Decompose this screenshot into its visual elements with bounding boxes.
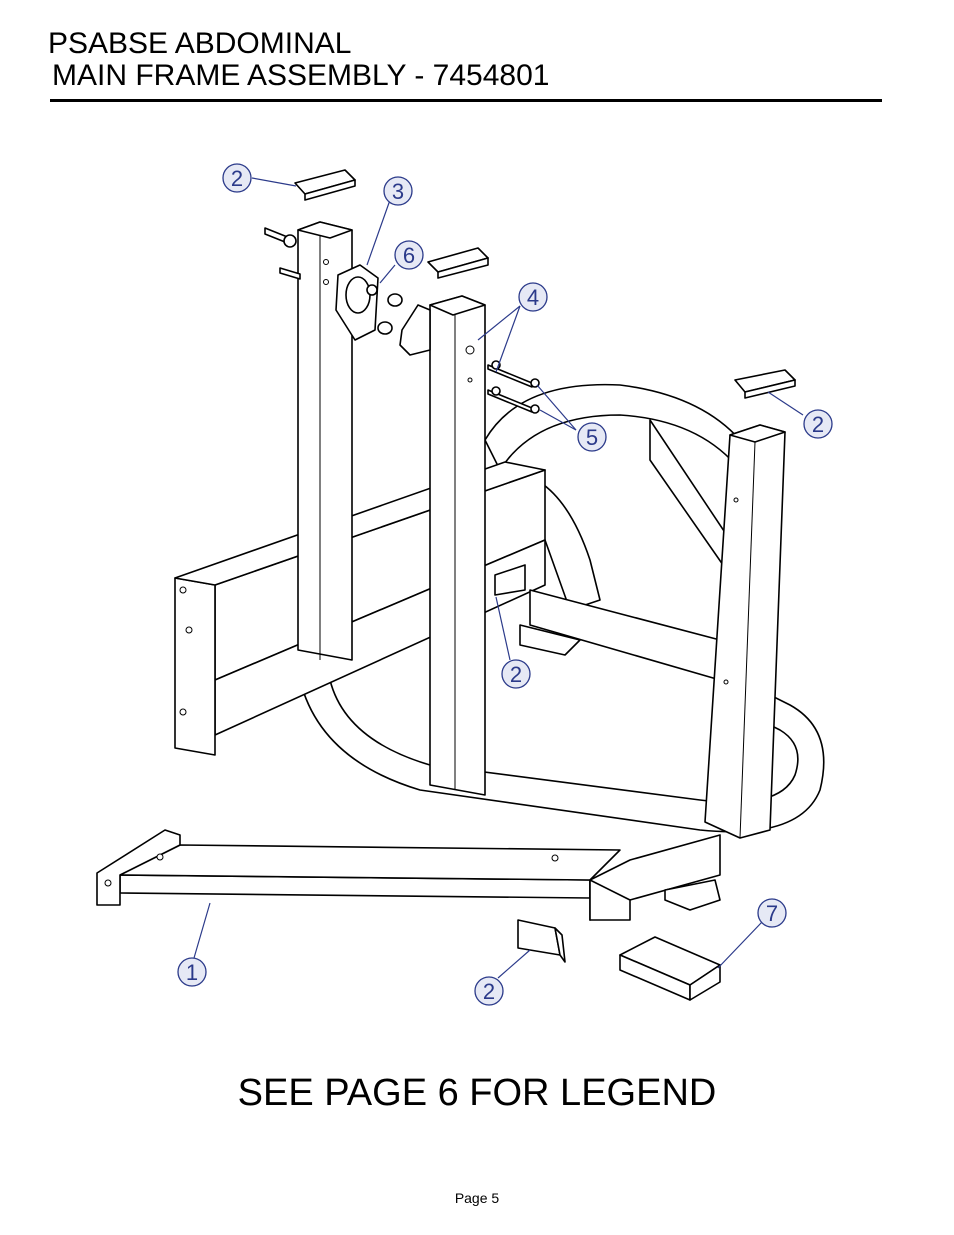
page-title: PSABSE ABDOMINAL [48,27,352,60]
front-corner [589,834,721,921]
svg-text:7: 7 [766,901,778,926]
svg-text:2: 2 [483,979,495,1004]
svg-text:4: 4 [527,285,539,310]
bearing-part-3 [335,264,379,341]
svg-text:3: 3 [392,179,404,204]
page-number: Page 5 [454,1190,500,1206]
svg-text:6: 6 [403,243,415,268]
title-block: PSABSE ABDOMINAL MAIN FRAME ASSEMBLY - 7… [48,28,549,92]
callouts: 2 3 6 4 5 2 2 7 [177,163,833,1006]
front-tube-part-1 [96,829,621,906]
end-cap-right [734,369,796,399]
legend-reference-note: SEE PAGE 6 FOR LEGEND [237,1072,717,1114]
callout-4: 4 [518,282,548,312]
callout-3: 3 [383,176,413,206]
upright-right [704,424,786,839]
end-cap-bottom [517,919,566,963]
end-cap-upper-middle [427,247,489,279]
callout-2-bottom: 2 [474,976,504,1006]
callout-2-middle: 2 [501,659,531,689]
end-cap-top [294,169,356,201]
callout-2-right: 2 [803,409,833,439]
callout-1: 1 [177,957,207,987]
callout-7: 7 [757,898,787,928]
svg-text:2: 2 [231,166,243,191]
callout-6: 6 [394,240,424,270]
upright-left [297,221,353,661]
svg-text:2: 2 [812,412,824,437]
page-subtitle: MAIN FRAME ASSEMBLY - 7454801 [52,59,550,92]
svg-text:5: 5 [586,425,598,450]
rear-bar [494,564,721,681]
leader-lines [193,177,804,979]
foot-plate-part-7 [619,936,721,1001]
title-rule [50,99,882,102]
svg-text:2: 2 [510,662,522,687]
washers-part-5 [530,378,540,414]
callout-2-top: 2 [222,163,252,193]
svg-text:1: 1 [186,960,198,985]
callout-5: 5 [577,422,607,452]
bracket [399,304,431,356]
upright-middle [429,295,486,796]
nuts-part-6 [377,293,403,335]
